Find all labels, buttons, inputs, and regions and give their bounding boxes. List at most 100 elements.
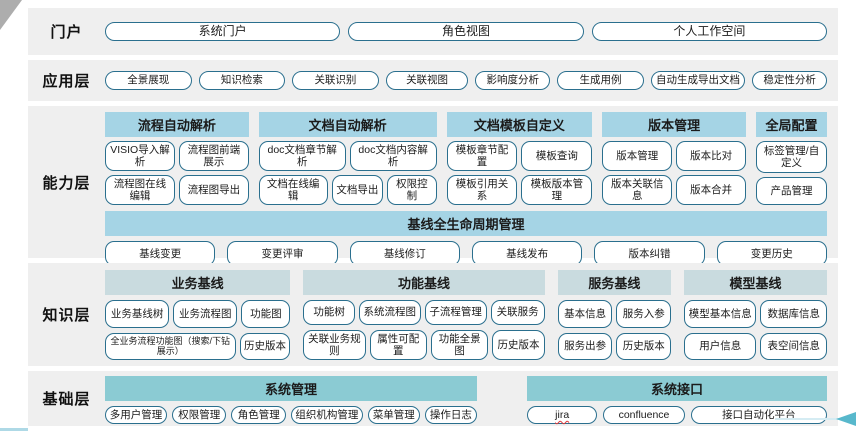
feature-chip: 影响度分析 [475,71,551,90]
feature-chip: 操作日志 [424,406,477,425]
feature-chip: 自动生成导出文档 [650,71,746,90]
feature-chip: 基线变更 [105,241,216,267]
feature-chip: 模板版本管理 [521,175,593,206]
feature-chip: 模板章节配置 [446,141,518,172]
feature-chip: 系统流程图 [358,300,421,325]
feature-chip: 基本信息 [557,300,613,328]
capability-group: 流程自动解析 VISIO导入解析 流程图前端展示 流程图在线编辑 流程图导出 [105,112,249,206]
feature-chip: 历史版本 [492,329,545,360]
feature-chip: 文档在线编辑 [258,175,328,206]
layer-knowledge: 知识层 业务基线 业务基线树 业务流程图 功能图 全业务流程功能图（搜索/下钻展… [28,263,838,366]
feature-chip: 产品管理 [756,177,827,206]
feature-chip: doc文档内容解析 [349,141,437,172]
capability-group: 文档自动解析 doc文档章节解析 doc文档内容解析 文档在线编辑 文档导出 权… [258,112,437,206]
feature-chip: VISIO导入解析 [105,141,175,172]
cursor-trail-line [775,418,847,420]
feature-chip: 数据库信息 [760,300,827,328]
feature-chip: 菜单管理 [367,406,420,425]
group-header: 文档模板自定义 [446,112,593,137]
feature-chip: 用户信息 [684,332,757,360]
feature-chip: 子流程管理 [424,300,487,325]
feature-chip: 全业务流程功能图（搜索/下钻展示） [105,332,236,360]
feature-chip: 服务出参 [557,332,613,360]
confluence-chip: confluence [603,406,685,425]
feature-chip: 权限控制 [387,175,437,206]
group-header: 系统管理 [105,376,477,401]
feature-chip: 流程图前端展示 [178,141,249,172]
feature-chip: 历史版本 [239,332,291,360]
feature-chip: 模板查询 [521,141,593,172]
feature-chip: 功能树 [303,300,355,325]
feature-chip: 功能全景图 [430,329,489,360]
group-header: 系统接口 [527,376,827,401]
layer-label: 能力层 [42,174,91,192]
feature-chip: 功能图 [241,300,291,328]
group-header: 全局配置 [756,112,827,137]
jira-label: jira [555,409,570,421]
feature-chip: 版本纠错 [594,241,705,267]
feature-chip: 流程图在线编辑 [105,175,175,206]
base-group: 系统接口 jira confluence 接口自动化平台 [527,376,827,428]
feature-chip: 关联识别 [292,71,379,90]
base-group: 系统管理 多用户管理 权限管理 角色管理 组织机构管理 菜单管理 操作日志 [105,376,477,428]
bottom-edge-line [0,428,28,431]
layer-capability: 能力层 流程自动解析 VISIO导入解析 流程图前端展示 流程图在线编辑 流程图… [28,106,838,267]
feature-chip: 变更历史 [716,241,827,267]
feature-chip: 版本合并 [676,175,747,206]
feature-chip: 版本管理 [602,141,673,172]
capability-group: 文档模板自定义 模板章节配置 模板查询 模板引用关系 模板版本管理 [446,112,593,206]
feature-chip: 组织机构管理 [291,406,363,425]
group-header: 版本管理 [602,112,747,137]
feature-chip: 角色管理 [231,406,287,425]
group-header: 服务基线 [557,270,672,295]
feature-chip: 历史版本 [616,332,672,360]
feature-chip: 模型基本信息 [684,300,757,328]
feature-chip: 关联视图 [385,71,469,90]
knowledge-group: 业务基线 业务基线树 业务流程图 功能图 全业务流程功能图（搜索/下钻展示） 历… [105,270,291,360]
layer-base: 基础层 系统管理 多用户管理 权限管理 角色管理 组织机构管理 菜单管理 操作日… [28,371,838,426]
capability-group: 全局配置 标签管理/自定义 产品管理 [756,112,827,206]
feature-chip: 文档导出 [331,175,384,206]
feature-chip: 系统门户 [105,21,341,42]
feature-chip: 权限管理 [171,406,227,425]
feature-chip: 关联业务规则 [303,329,366,360]
group-header: 功能基线 [303,270,545,295]
group-header: 模型基线 [684,270,827,295]
feature-chip: 表空间信息 [760,332,827,360]
feature-chip: 版本关联信息 [602,175,673,206]
layer-label: 知识层 [42,307,91,324]
jira-chip: jira [527,406,598,425]
capability-group: 版本管理 版本管理 版本比对 版本关联信息 版本合并 [602,112,747,206]
layer-portal: 门户 系统门户 角色视图 个人工作空间 [28,8,838,55]
feature-chip: 服务入参 [616,300,672,328]
group-header: 业务基线 [105,270,291,295]
feature-chip: 接口自动化平台 [690,406,827,425]
feature-chip: 全景展现 [105,71,192,90]
feature-chip: 版本比对 [676,141,747,172]
feature-chip: 关联服务 [490,300,545,325]
knowledge-group: 模型基线 模型基本信息 数据库信息 用户信息 表空间信息 [684,270,827,360]
layer-label: 基础层 [42,391,91,408]
feature-chip: 模板引用关系 [446,175,518,206]
group-header: 基线全生命周期管理 [105,211,827,237]
feature-chip: doc文档章节解析 [258,141,346,172]
feature-chip: 多用户管理 [105,406,167,425]
feature-chip: 知识检索 [198,71,286,90]
group-header: 流程自动解析 [105,112,249,137]
corner-fold-decoration [0,0,22,30]
feature-chip: 标签管理/自定义 [756,141,827,174]
layer-label: 门户 [50,24,83,41]
group-header: 文档自动解析 [258,112,437,137]
knowledge-group: 功能基线 功能树 系统流程图 子流程管理 关联服务 关联业务规则 属性可配置 功… [303,270,545,360]
feature-chip: 基线修订 [349,241,460,267]
feature-chip: 流程图导出 [178,175,249,206]
feature-chip: 角色视图 [348,21,584,42]
layer-app: 应用层 全景展现 知识检索 关联识别 关联视图 影响度分析 生成用例 自动生成导… [28,60,838,101]
cursor-arrow-icon [836,412,856,426]
feature-chip: 个人工作空间 [591,21,827,42]
feature-chip: 稳定性分析 [752,71,827,90]
feature-chip: 业务基线树 [105,300,170,328]
knowledge-group: 服务基线 基本信息 服务入参 服务出参 历史版本 [557,270,672,360]
feature-chip: 生成用例 [557,71,644,90]
